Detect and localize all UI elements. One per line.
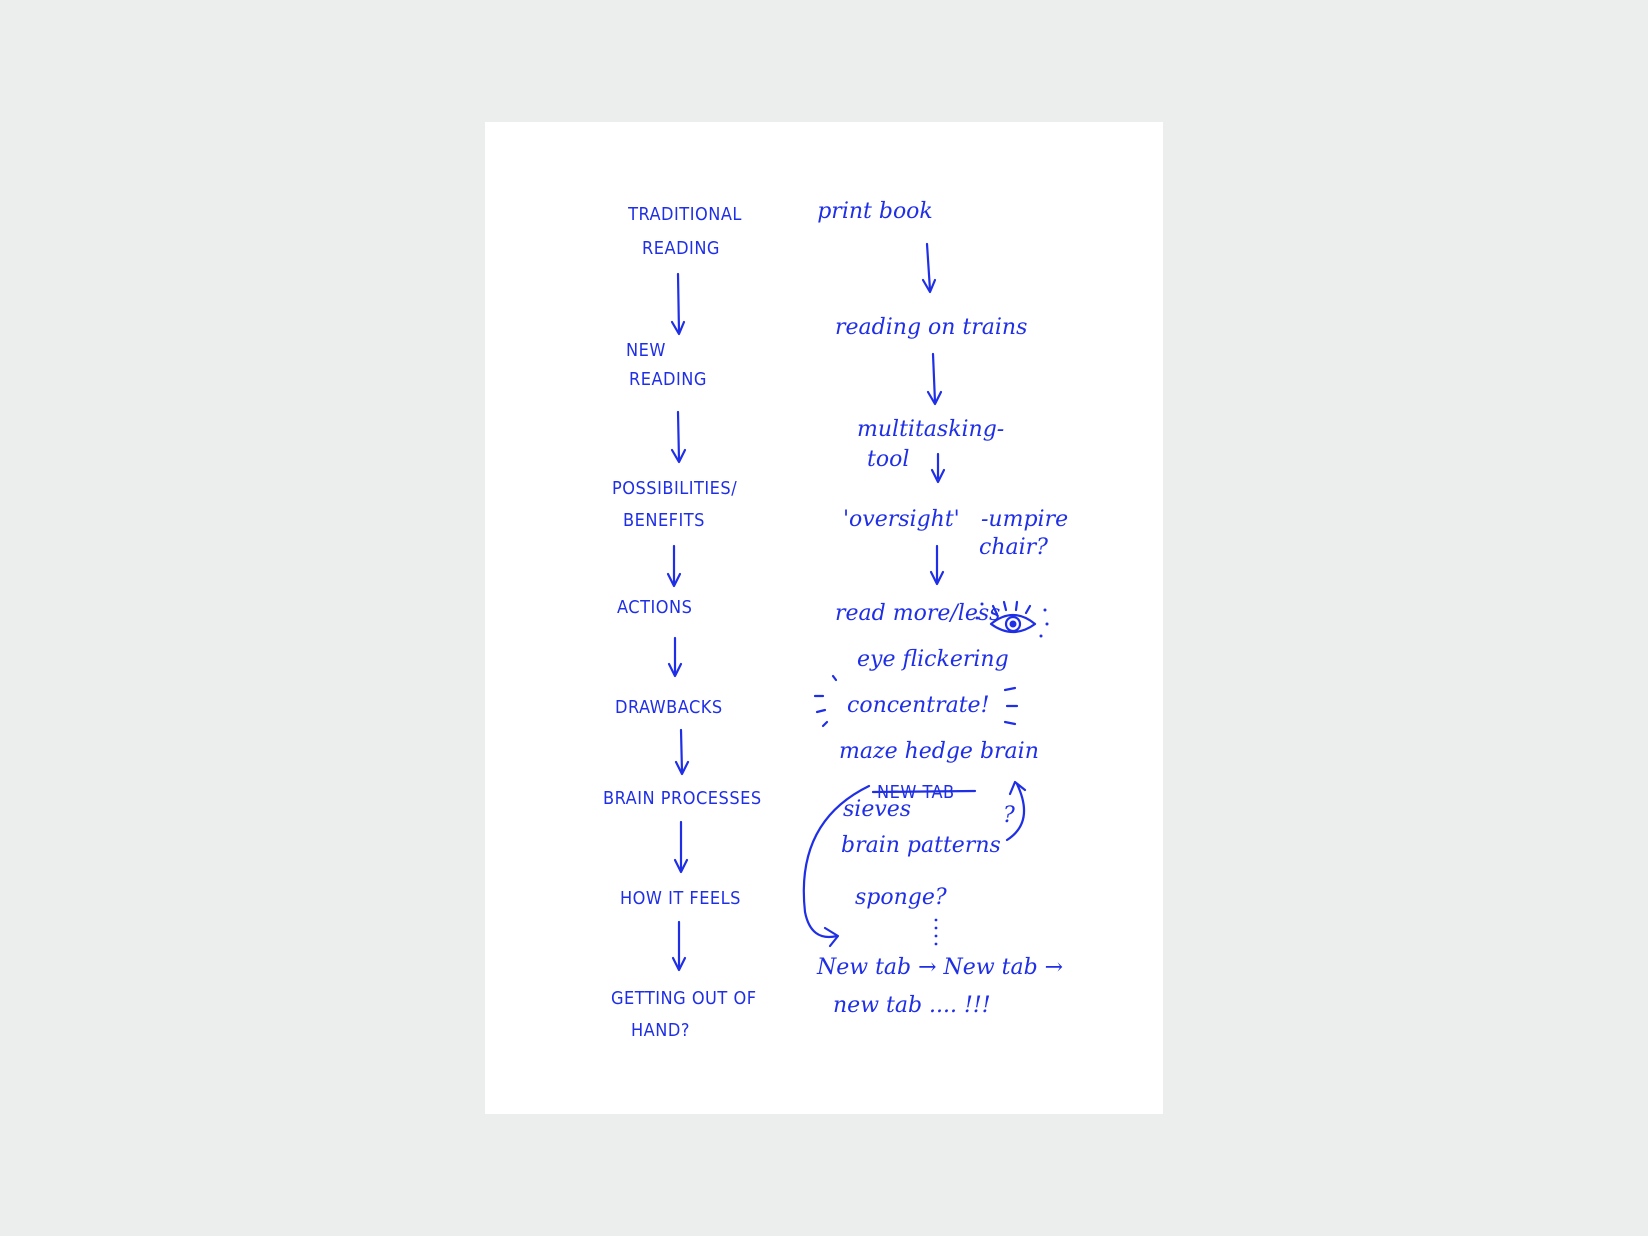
right-node-concentrate: concentrate! <box>847 693 989 718</box>
right-node-sponge: sponge? <box>855 885 947 910</box>
left-node-drawbacks: DRAWBACKS <box>615 697 723 718</box>
left-arrow-6 <box>673 820 689 874</box>
left-arrow-7 <box>671 920 687 972</box>
right-arrow-3 <box>930 452 946 484</box>
left-node-possibilities-line2: BENEFITS <box>623 510 705 531</box>
right-node-sieves: sieves <box>843 797 911 822</box>
right-arrow-2 <box>926 352 943 406</box>
right-node-read-more-less: read more/less <box>835 601 1000 626</box>
struck-new-tab: NEW TAB <box>871 782 977 803</box>
right-node-new-tab-chain-line2: new tab .... !!! <box>833 993 991 1018</box>
left-node-brain-processes: BRAIN PROCESSES <box>603 788 762 809</box>
curved-arrow-to-new-tab <box>802 784 871 948</box>
loop-arrow <box>1005 780 1027 842</box>
right-arrow-4 <box>929 544 945 586</box>
left-node-how-it-feels: HOW IT FEELS <box>620 888 741 909</box>
left-node-possibilities-line1: POSSIBILITIES/ <box>612 478 737 499</box>
right-node-maze-hedge-brain: maze hedge brain <box>839 739 1039 764</box>
paper-sheet: TRADITIONAL READING NEW READING POSSIBIL… <box>485 122 1163 1114</box>
left-node-new-reading-line2: READING <box>629 369 707 390</box>
left-arrow-4 <box>667 636 683 678</box>
right-node-brain-patterns: brain patterns <box>841 833 1001 858</box>
right-node-umpire-chair-line1: -umpire <box>981 507 1068 532</box>
right-arrow-1 <box>921 242 937 294</box>
left-node-getting-out-of-hand-line1: GETTING OUT OF <box>611 988 757 1009</box>
right-node-reading-on-trains: reading on trains <box>835 315 1027 340</box>
dotted-connector <box>934 918 938 946</box>
handwritten-flowchart: TRADITIONAL READING NEW READING POSSIBIL… <box>603 199 1068 1041</box>
question-mark: ? <box>1003 803 1015 828</box>
right-node-print-book: print book <box>817 199 933 224</box>
left-node-new-reading-line1: NEW <box>626 340 666 361</box>
left-node-traditional-reading-line1: TRADITIONAL <box>627 204 742 225</box>
right-node-oversight: 'oversight' <box>843 507 960 532</box>
right-node-umpire-chair-line2: chair? <box>979 535 1048 560</box>
left-arrow-5 <box>674 728 690 776</box>
left-arrow-1 <box>670 272 686 336</box>
left-arrow-2 <box>670 410 687 464</box>
left-node-actions: ACTIONS <box>617 597 692 618</box>
eye-icon <box>975 600 1049 638</box>
right-node-eye-flickering: eye flickering <box>857 647 1009 672</box>
left-node-traditional-reading-line2: READING <box>642 238 720 259</box>
right-node-multitasking-tool-line2: tool <box>867 447 909 472</box>
left-node-getting-out-of-hand-line2: HAND? <box>631 1020 690 1041</box>
left-arrow-3 <box>666 544 682 588</box>
concentrate-emphasis-marks <box>813 674 1019 728</box>
right-node-multitasking-tool-line1: multitasking- <box>857 417 1004 442</box>
right-node-new-tab-chain-line1: New tab → New tab → <box>816 955 1063 980</box>
